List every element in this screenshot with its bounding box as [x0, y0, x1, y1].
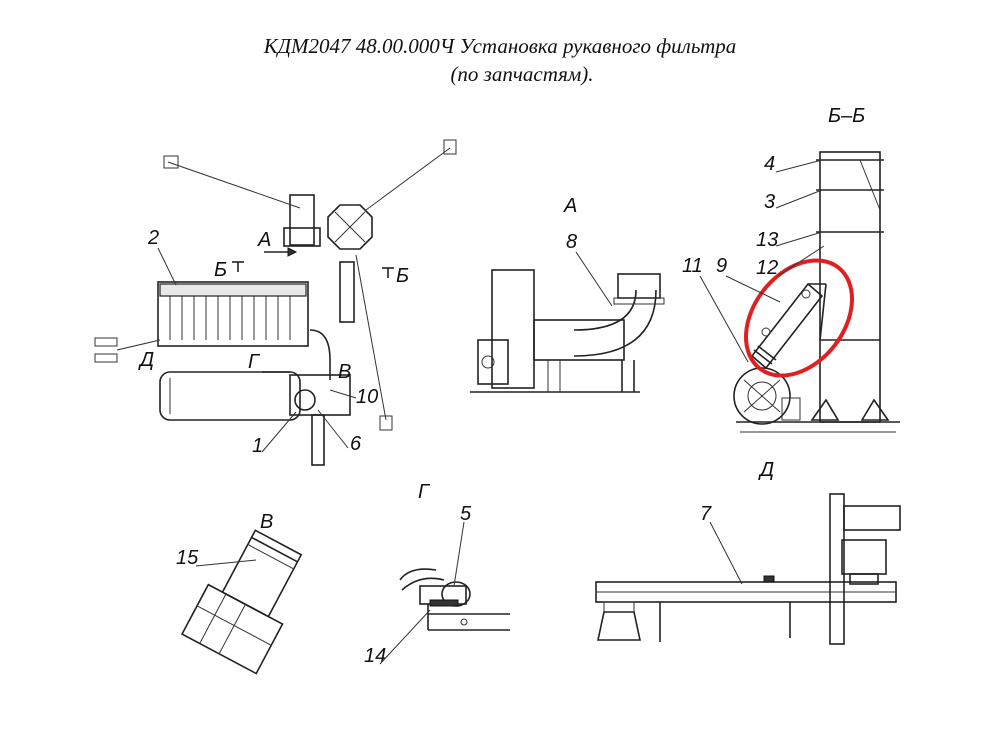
- view-label-v: В: [260, 511, 273, 533]
- fan-housing: [491, 269, 535, 389]
- callout-13: 13: [756, 229, 778, 251]
- stack-pipe: [289, 194, 315, 246]
- pipe-right-down: [355, 254, 387, 421]
- callout-7: 7: [700, 503, 712, 525]
- view-d: [595, 493, 901, 645]
- callout-15: 15: [176, 547, 199, 569]
- dryer-drum: [159, 371, 301, 421]
- pipe-right-top: [365, 147, 451, 211]
- callout-4: 4: [764, 153, 775, 175]
- view-label-d: Д: [758, 459, 774, 481]
- section-arrow-d: Д: [138, 349, 154, 371]
- view-label-g: Г: [418, 481, 431, 503]
- drawing-subtitle: (по запчастям).: [450, 62, 594, 86]
- filter-bags: [159, 283, 307, 340]
- callout-9: 9: [716, 255, 727, 277]
- view-v: [180, 529, 303, 675]
- callout-10: 10: [356, 386, 378, 408]
- section-arrow-a: А: [257, 229, 271, 251]
- callout-6: 6: [350, 433, 362, 455]
- callout-11: 11: [682, 255, 703, 277]
- section-arrow-g: Г: [248, 351, 261, 373]
- callout-3: 3: [764, 191, 775, 213]
- callout-12: 12: [756, 257, 778, 279]
- pipe-left-top: [167, 161, 301, 209]
- section-mark-b-left: Б: [214, 259, 227, 281]
- view-bb: [733, 151, 900, 433]
- callout-5: 5: [460, 503, 472, 525]
- view-g: [399, 568, 510, 631]
- cyclone-octagon: [327, 204, 373, 250]
- callout-14: 14: [364, 645, 386, 667]
- callout-2: 2: [147, 227, 159, 249]
- view-label-bb: Б–Б: [828, 105, 865, 127]
- drawing-title: КДМ2047 48.00.000Ч Установка рукавного ф…: [263, 34, 737, 58]
- callout-1: 1: [252, 435, 263, 457]
- filter-housing: [157, 281, 309, 347]
- inclined-duct: [750, 282, 824, 370]
- main-assembly-view: [94, 139, 457, 466]
- section-mark-b-right: Б: [396, 265, 409, 287]
- view-a: [470, 269, 665, 393]
- section-arrow-v: В: [338, 361, 351, 383]
- fan-duct: [533, 319, 625, 361]
- highlight-ellipse: [743, 258, 855, 378]
- callout-8: 8: [566, 231, 577, 253]
- view-label-a: А: [563, 195, 577, 217]
